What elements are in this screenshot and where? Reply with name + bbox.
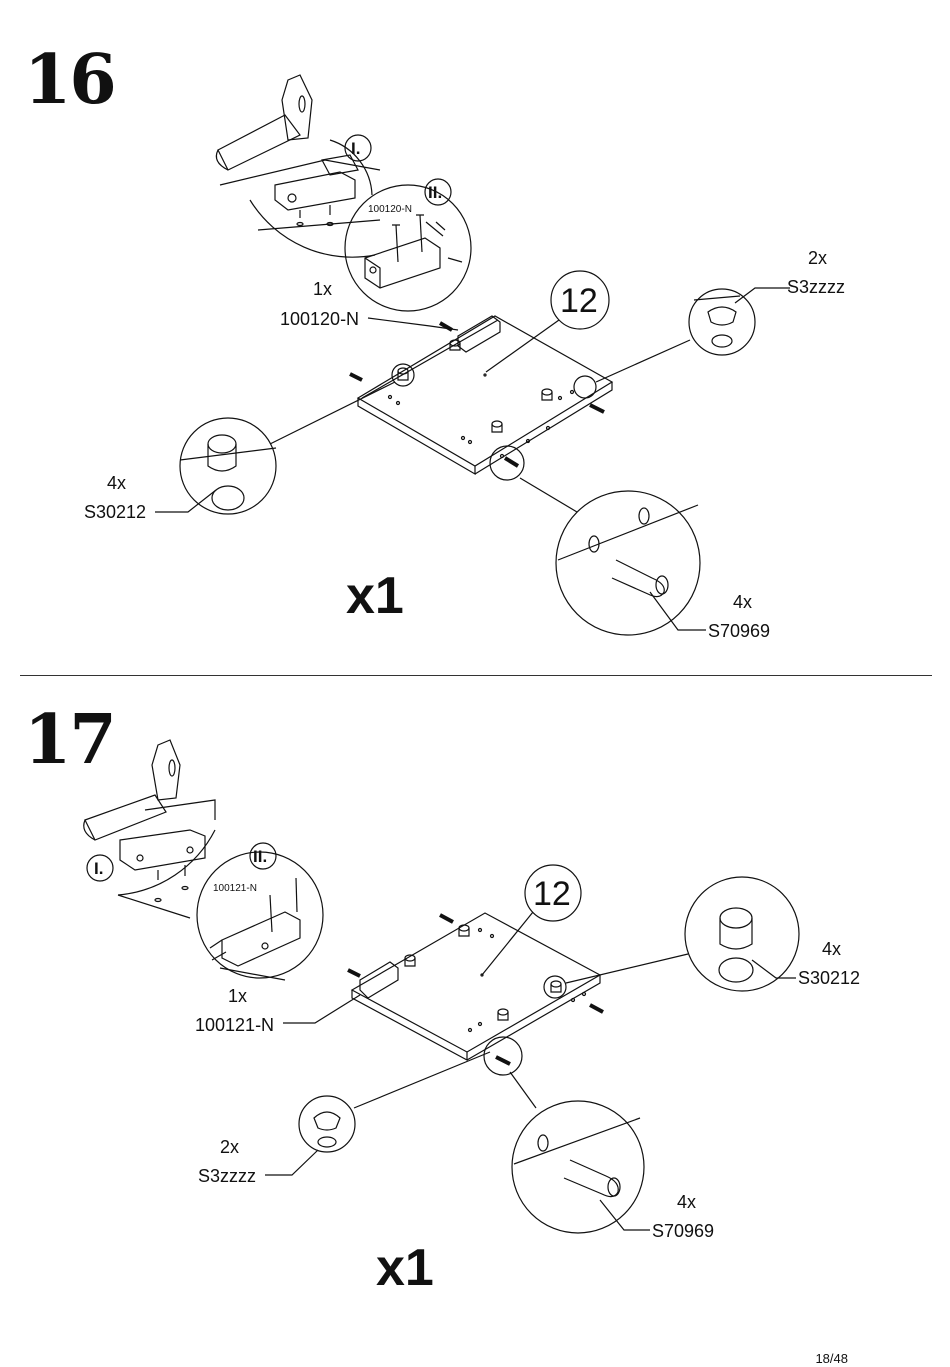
detail-label-II: II.	[253, 847, 268, 866]
detail-part-code: 100120-N	[368, 204, 412, 215]
step17-callout-S3zzzz	[265, 1051, 491, 1176]
page-number: 18/48	[815, 1351, 848, 1366]
part-qty: 4x	[822, 939, 842, 959]
detail-label-II: II.	[428, 183, 443, 202]
step16-callout-S70969	[519, 477, 706, 636]
step16-panel-badge	[550, 270, 610, 330]
step16-hammer-detail	[215, 74, 381, 258]
part-code: S70969	[708, 621, 771, 641]
step17-leader-100121N	[283, 994, 361, 1024]
step16-callout-S30212	[155, 381, 396, 515]
part-code: S3zzzz	[198, 1166, 257, 1186]
step16-callout-S3zzzz	[595, 287, 790, 383]
part-qty: 1x	[313, 279, 333, 299]
step16-detail-II	[344, 184, 472, 312]
step17-detail-II-badge	[249, 842, 277, 870]
step17-detail-II	[196, 851, 324, 981]
step-divider	[20, 675, 932, 676]
assembly-quantity: x1	[346, 567, 404, 625]
step-number: 16	[24, 40, 117, 120]
detail-part-code: 100121-N	[213, 883, 257, 894]
panel-number: 12	[560, 282, 598, 320]
part-qty: 4x	[733, 592, 753, 612]
step17-detail-I-badge	[86, 854, 114, 882]
step16-detail-II-badge	[424, 178, 452, 206]
part-qty: 4x	[107, 473, 127, 493]
part-code: S30212	[798, 968, 861, 988]
assembly-quantity: x1	[376, 1239, 434, 1297]
step-number: 17	[24, 700, 117, 780]
step16-leader-100120N	[367, 317, 459, 331]
part-code: 100121-N	[195, 1015, 275, 1035]
part-qty: 4x	[677, 1192, 697, 1212]
step17-callout-S70969	[509, 1071, 650, 1234]
step17-callout-S30212	[565, 876, 800, 992]
step16-panel	[349, 315, 614, 481]
step17-panel-badge	[524, 864, 582, 922]
part-qty: 2x	[808, 248, 828, 268]
step16-detail-I-badge	[344, 134, 372, 162]
part-code: S30212	[84, 502, 147, 522]
part-qty: 1x	[228, 986, 248, 1006]
detail-label-I: I.	[94, 859, 104, 878]
part-code: S3zzzz	[787, 277, 846, 297]
part-qty: 2x	[220, 1137, 240, 1157]
part-code: 100120-N	[280, 309, 360, 329]
step17-hammer-detail	[83, 739, 216, 919]
panel-number: 12	[533, 875, 571, 913]
detail-label-I: I.	[351, 139, 361, 158]
step17-panel	[347, 912, 604, 1076]
part-code: S70969	[652, 1221, 715, 1241]
